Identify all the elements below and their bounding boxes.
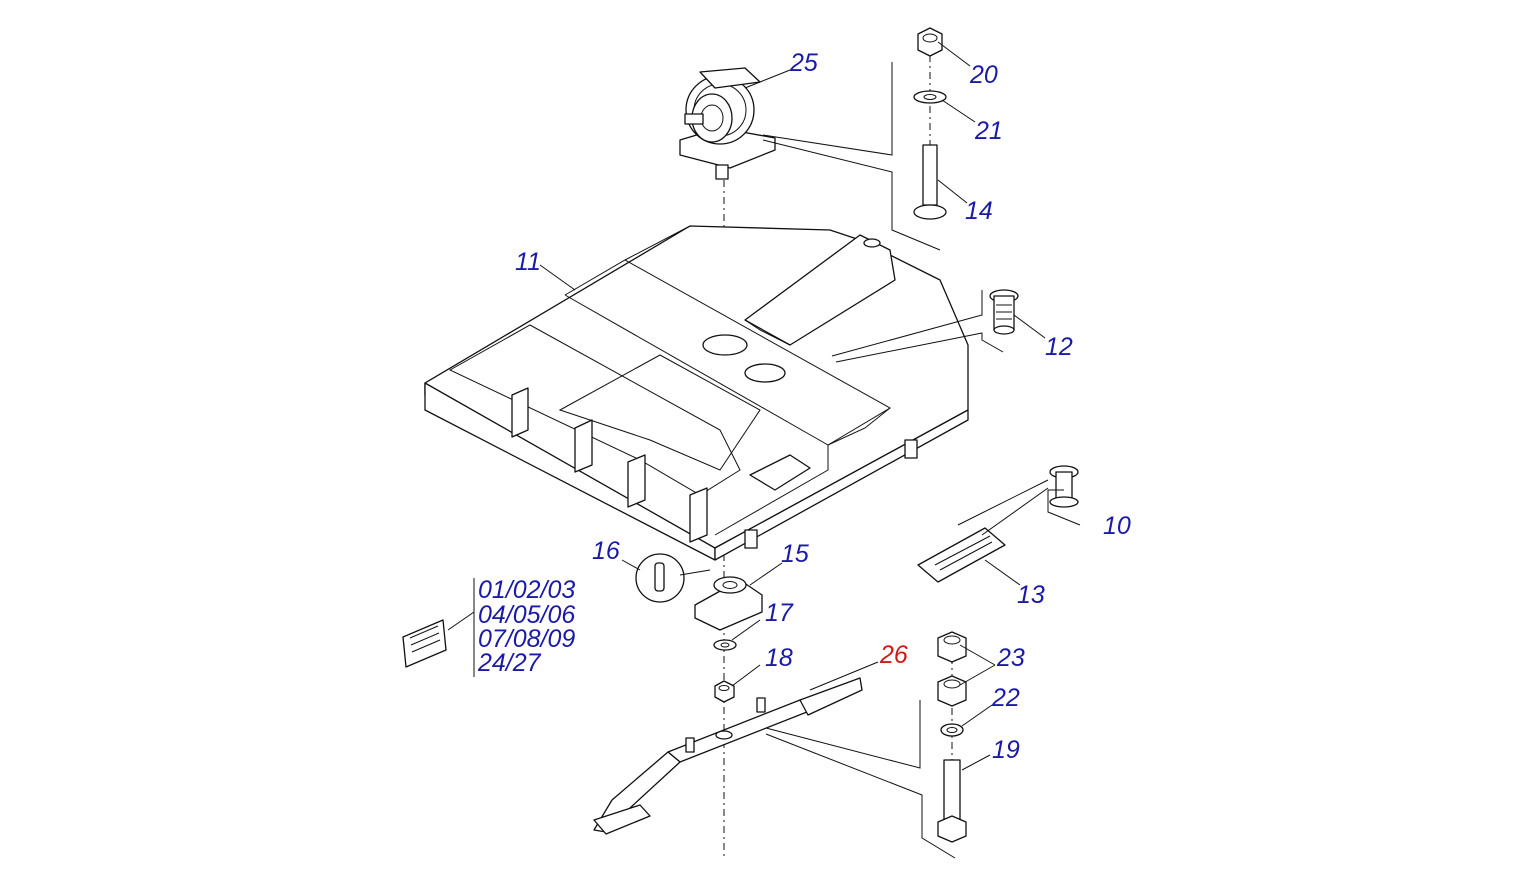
mower-deck xyxy=(424,225,969,561)
nut-18 xyxy=(714,680,735,703)
blade-26 xyxy=(593,677,863,835)
deck-brackets xyxy=(511,387,708,543)
deck-seam xyxy=(564,294,829,446)
callout-25: 25 xyxy=(789,49,818,77)
decal-code-2: 04/05/06 xyxy=(478,601,575,629)
leader-lines xyxy=(447,41,1081,859)
gearbox-input-shaft xyxy=(684,113,704,125)
deck-leg-2 xyxy=(744,529,758,549)
callout-18: 18 xyxy=(765,644,793,672)
callout-10: 10 xyxy=(1103,512,1131,540)
lock-washer-22 xyxy=(940,723,964,737)
callout-11: 11 xyxy=(515,248,541,276)
hitch-hole xyxy=(863,238,881,248)
key-16-detail xyxy=(635,553,685,603)
deck-hitch-arm-edge xyxy=(744,319,791,346)
callout-13: 13 xyxy=(1017,581,1045,609)
bolt-19 xyxy=(937,759,967,843)
callout-16: 16 xyxy=(592,537,620,565)
decal-code-4: 24/27 xyxy=(477,649,542,677)
bolt-14 xyxy=(913,144,947,220)
callout-23: 23 xyxy=(996,644,1025,672)
deck-recess-2 xyxy=(558,354,761,471)
gearbox xyxy=(679,67,776,180)
blade-bar xyxy=(667,699,813,763)
washer-21 xyxy=(913,90,947,104)
deck-leg-1 xyxy=(904,439,918,459)
callout-19: 19 xyxy=(992,736,1020,764)
blade-guard xyxy=(749,454,811,491)
washer-17 xyxy=(713,639,737,651)
decal-label xyxy=(402,619,447,668)
gearbox-output-shaft xyxy=(715,164,729,180)
bushing-12 xyxy=(989,289,1019,335)
callout-17: 17 xyxy=(765,599,794,627)
deck-center-plate xyxy=(564,259,891,446)
blade-hub-15 xyxy=(694,576,763,631)
callout-22: 22 xyxy=(991,684,1020,712)
secondary-opening xyxy=(744,363,786,383)
decal-code-1: 01/02/03 xyxy=(478,576,575,604)
callout-20: 20 xyxy=(969,61,998,89)
gearbox-opening xyxy=(702,334,748,356)
callout-15: 15 xyxy=(781,540,809,568)
decal-code-3: 07/08/09 xyxy=(478,625,575,653)
nut-23b xyxy=(937,675,967,707)
nut-23a xyxy=(937,631,967,663)
callout-12: 12 xyxy=(1045,333,1073,361)
deck-rib-2 xyxy=(624,225,691,261)
deck-rib xyxy=(714,445,829,536)
deck-seam-2 xyxy=(827,407,891,446)
callout-21: 21 xyxy=(974,117,1003,145)
callout-26: 26 xyxy=(879,641,908,669)
callout-14: 14 xyxy=(965,197,993,225)
data-plate-13 xyxy=(917,527,1006,583)
spacer-10 xyxy=(1049,465,1079,508)
nut-20 xyxy=(917,27,943,57)
